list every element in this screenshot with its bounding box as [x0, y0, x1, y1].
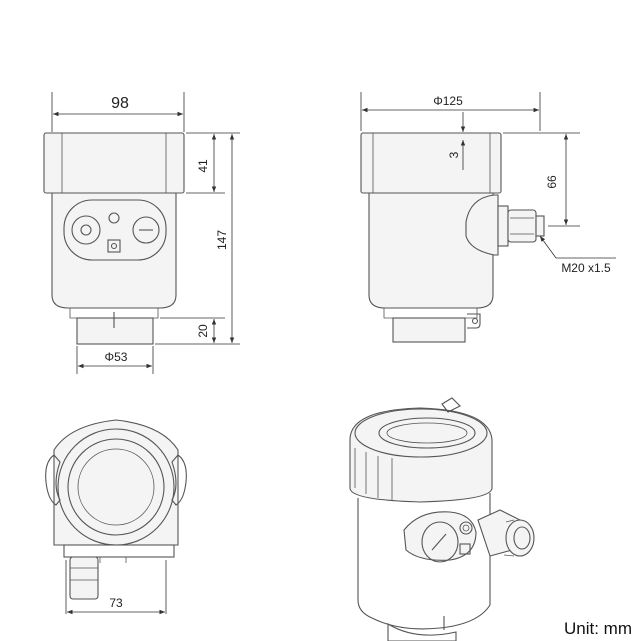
front-screw-icon	[132, 216, 160, 244]
front-width-label: 98	[111, 95, 129, 112]
bottom-depth-label: 73	[109, 596, 123, 610]
side-view: Φ125 3 66 M20 x1.5	[360, 92, 616, 343]
bottom-view: 73	[45, 419, 187, 615]
unit-label: Unit: mm	[564, 619, 632, 638]
front-neck	[76, 317, 154, 345]
side-neck	[392, 317, 466, 343]
front-total-height-label: 147	[215, 230, 229, 250]
side-thread-label: M20 x1.5	[561, 261, 611, 275]
iso-cap	[349, 407, 493, 503]
side-gland-height-label: 66	[545, 175, 559, 189]
side-diameter-label: Φ125	[433, 94, 463, 108]
bottom-housing	[53, 419, 179, 546]
bottom-display-ring	[67, 438, 165, 536]
front-cap-height-label: 41	[196, 159, 210, 173]
iso-display-panel	[403, 511, 477, 561]
side-cap	[360, 132, 502, 194]
side-gland-housing	[465, 194, 499, 256]
iso-knob-icon	[421, 521, 459, 563]
front-neck-height-label: 20	[196, 324, 210, 338]
isometric-view	[349, 397, 535, 641]
iso-body	[357, 493, 491, 630]
front-knob-icon	[71, 215, 101, 245]
front-cap	[43, 132, 185, 194]
front-display-panel	[63, 199, 167, 261]
side-gap-label: 3	[447, 151, 461, 158]
front-view: 98 41 147 20 Φ53	[43, 92, 240, 374]
bottom-gland	[69, 556, 99, 600]
side-gland-nut	[507, 209, 537, 243]
front-neck-diameter-label: Φ53	[105, 350, 128, 364]
